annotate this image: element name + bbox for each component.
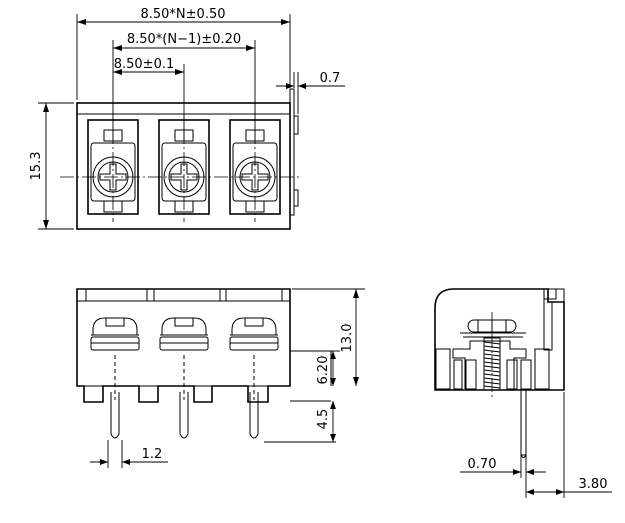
top-view — [60, 88, 300, 230]
dim-pin-length: 4.5 — [316, 409, 331, 430]
top-terminal-2 — [158, 119, 210, 222]
dim-total-width: 8.50*N±0.50 — [140, 7, 225, 22]
dim-pin-thickness: 0.70 — [468, 457, 497, 472]
dim-height-top: 15.3 — [29, 152, 44, 181]
side-dimensions: 0.70 3.80 — [460, 392, 612, 498]
front-terminal-2 — [159, 317, 209, 439]
dim-span-width: 8.50*(N−1)±0.20 — [127, 32, 241, 47]
dim-body-height: 13.0 — [340, 324, 355, 353]
front-view — [76, 288, 332, 439]
front-view-terminals — [90, 317, 279, 439]
front-dimensions: 13.0 6.20 4.5 1.2 — [90, 288, 365, 468]
front-terminal-3 — [229, 317, 279, 439]
dim-lower-height: 6.20 — [316, 356, 331, 385]
top-dimensions: 8.50*N±0.50 8.50*(N−1)±0.20 8.50±0.1 0.7… — [29, 7, 345, 230]
dim-pin-pitch-side: 3.80 — [579, 477, 608, 492]
front-terminal-1 — [90, 317, 140, 439]
dim-pin-offset: 0.7 — [320, 71, 341, 86]
side-view — [434, 288, 565, 458]
dim-pin-width: 1.2 — [142, 447, 163, 462]
dim-pitch: 8.50±0.1 — [114, 57, 175, 72]
